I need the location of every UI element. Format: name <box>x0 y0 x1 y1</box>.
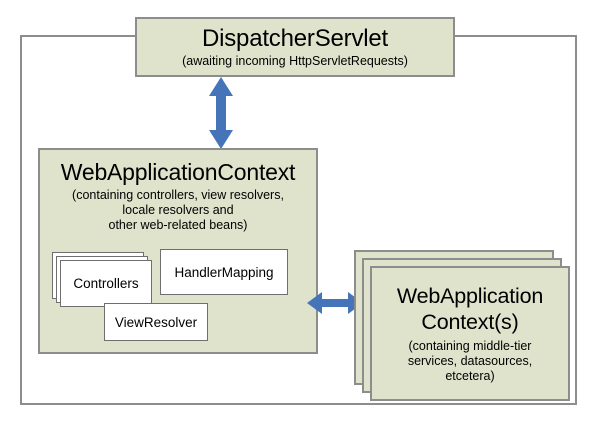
root-context-title-line2: Context(s) <box>421 310 519 334</box>
view-resolver-label: ViewResolver <box>114 314 198 330</box>
dispatcher-servlet-subtitle: (awaiting incoming HttpServletRequests) <box>182 54 408 68</box>
arrow-webapplicationcontext-to-root-contexts <box>306 289 364 317</box>
root-context-subtitle-line1: (containing middle-tier <box>408 339 532 353</box>
root-context-subtitle-line2: services, datasources, <box>407 354 533 368</box>
web-application-context-subtitle-line1: (containing controllers, view resolvers, <box>72 188 284 202</box>
dispatcher-servlet-box[interactable]: DispatcherServlet (awaiting incoming Htt… <box>135 17 455 77</box>
arrow-dispatcher-to-webapplicationcontext <box>205 76 237 150</box>
web-application-context-title: WebApplicationContext <box>60 159 296 185</box>
dispatcher-servlet-title: DispatcherServlet <box>201 25 388 52</box>
handler-mapping-box[interactable]: HandlerMapping <box>160 249 288 295</box>
root-web-application-context-box[interactable]: WebApplication Context(s) (containing mi… <box>370 266 570 401</box>
controllers-label: Controllers <box>73 276 139 291</box>
root-context-title-line1: WebApplication <box>396 284 544 308</box>
view-resolver-box[interactable]: ViewResolver <box>104 303 208 341</box>
root-context-subtitle-line3: etcetera) <box>445 369 495 383</box>
handler-mapping-label: HandlerMapping <box>174 264 274 280</box>
web-application-context-subtitle-line2: locale resolvers and <box>122 203 234 217</box>
web-application-context-subtitle-line3: other web-related beans) <box>108 218 248 232</box>
controllers-box[interactable]: Controllers <box>60 260 152 307</box>
